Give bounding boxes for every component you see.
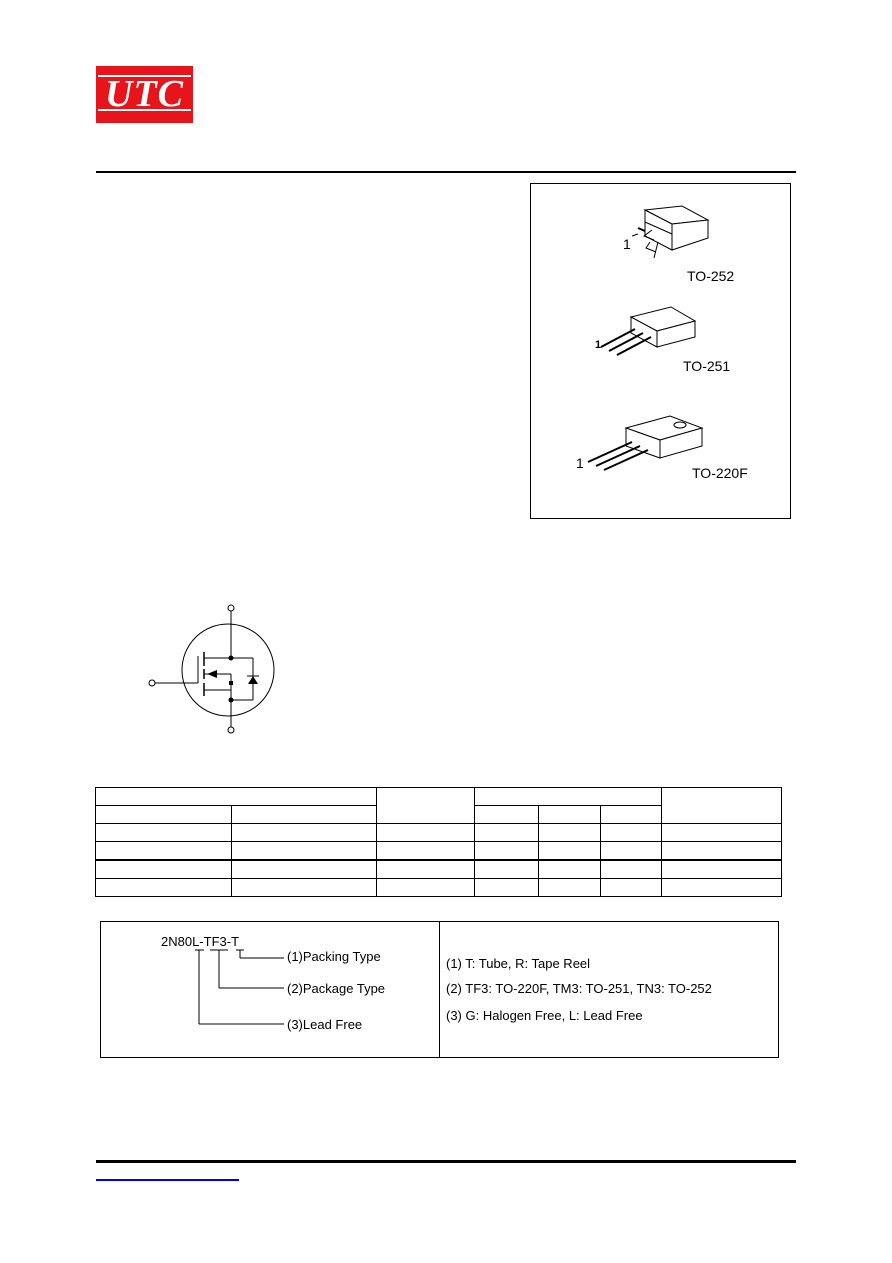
table-cell [599, 805, 663, 824]
table-cell [231, 805, 377, 824]
table-cell [474, 805, 539, 824]
table-cell [661, 787, 783, 824]
table-header-row [95, 805, 782, 824]
to-252-package-drawing [631, 205, 710, 259]
ratings-table [95, 787, 783, 897]
footer-link-underline[interactable] [96, 1179, 239, 1181]
note-package: (2) TF3: TO-220F, TM3: TO-251, TN3: TO-2… [446, 981, 712, 996]
ordering-divider [439, 921, 440, 1058]
footer-rule [96, 1160, 796, 1163]
table-cell [473, 787, 663, 806]
table-cell [538, 805, 601, 824]
table-row [95, 841, 783, 861]
utc-logo: UTC [96, 66, 193, 123]
mosfet-symbol [148, 604, 275, 734]
table-row [95, 859, 783, 879]
package-box [530, 183, 791, 519]
legend-packing-type: (1)Packing Type [287, 949, 381, 964]
table-cell [95, 787, 377, 806]
header-rule [96, 171, 796, 173]
logo-stripes [98, 75, 191, 111]
to-251-package-drawing [600, 306, 697, 356]
table-cell [95, 805, 232, 824]
to-251-label: TO-251 [683, 358, 731, 374]
logo-text: UTC [105, 73, 184, 115]
table-header-row [95, 787, 783, 824]
legend-lead-free: (3)Lead Free [287, 1017, 363, 1032]
note-lead-free: (3) G: Halogen Free, L: Lead Free [446, 1008, 643, 1023]
to-220f-pin-label: 1 [576, 455, 584, 471]
to-220f-label: TO-220F [692, 465, 748, 481]
to-220f-package-drawing [587, 415, 704, 471]
table-row [95, 823, 783, 842]
to-252-label: TO-252 [687, 268, 735, 284]
legend-package-type: (2)Package Type [287, 981, 386, 996]
note-packing: (1) T: Tube, R: Tape Reel [446, 956, 591, 971]
to-252-pin-label: 1 [623, 236, 631, 252]
part-number-leader-lines [195, 949, 284, 1025]
part-number: 2N80L-TF3-T [161, 934, 240, 949]
to-251-pin-label: 1 [595, 339, 602, 351]
table-row [95, 878, 783, 897]
table-cell [376, 787, 475, 824]
